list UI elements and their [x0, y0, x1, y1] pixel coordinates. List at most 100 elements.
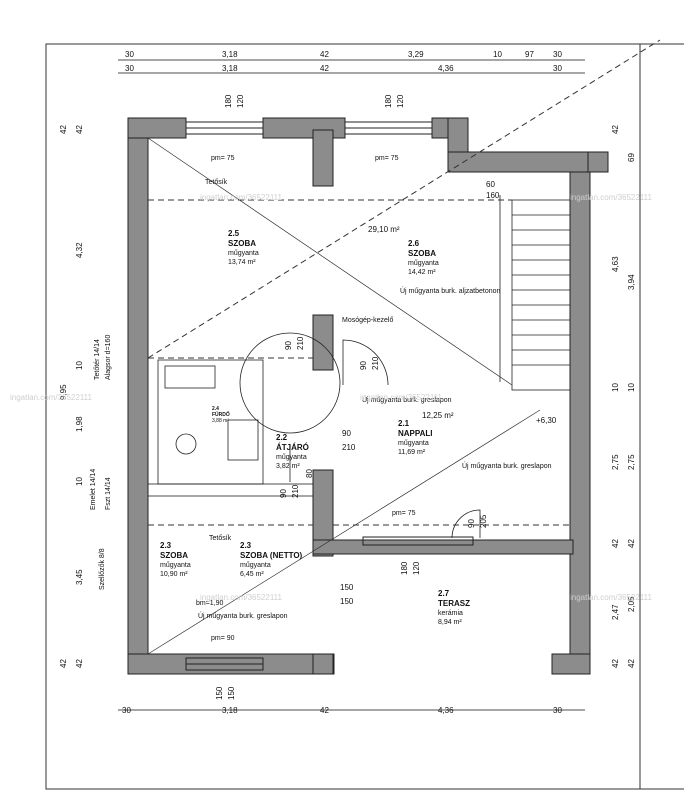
watermark: ingatlan.com/36522111 — [200, 193, 283, 202]
room-area: 3,82 m² — [276, 463, 300, 470]
door4-h: 210 — [296, 336, 305, 350]
dim-right-inner-0: 69 — [627, 153, 636, 162]
dimension-labels-bottom: 30 3,18 42 4,36 30 — [122, 706, 562, 715]
dim-top1-3: 3,29 — [408, 50, 424, 59]
door3-w: 90 — [279, 489, 288, 498]
dim-right-inner-3: 2,75 — [627, 454, 636, 470]
dim-top2-4: 30 — [553, 64, 562, 73]
pm75-c: pm= 75 — [392, 510, 416, 517]
dim-right-inner-4: 42 — [627, 539, 636, 548]
room-name: SZOBA — [228, 239, 256, 248]
room-floor: műgyanta — [228, 250, 259, 257]
dim-left-outer-2: 42 — [59, 659, 68, 668]
room-floor: műgyanta — [408, 260, 439, 267]
misc-labels: pm= 75 pm= 75 pm= 75 pm= 90 bm=1,90 Tető… — [90, 155, 557, 642]
stair-60: 60 — [486, 180, 495, 189]
dim-left-outer-0: 42 — [59, 125, 68, 134]
dim-right-inner-2: 10 — [627, 383, 636, 392]
open-area: 29,10 m² — [368, 225, 400, 234]
dimension-labels-right: 42 4,63 10 2,75 42 2,47 42 69 3,94 10 2,… — [611, 125, 636, 668]
room-id: 2.7 — [438, 589, 450, 598]
dim-left-outer-1: 9,95 — [59, 384, 68, 400]
room-area: 10,90 m² — [160, 571, 188, 578]
watermark: ingatlan.com/36522111 — [200, 593, 283, 602]
door6-h: 205 — [479, 514, 488, 528]
room-2-3-a: 2.3 SZOBA műgyanta 10,90 m² — [160, 541, 191, 578]
level-mark: +6,30 — [536, 416, 557, 425]
dim-right-outer-2: 10 — [611, 383, 620, 392]
dim-bottom-1: 3,18 — [222, 706, 238, 715]
watermark: ingatlan.com/36522111 — [10, 393, 93, 402]
door7-w: 150 — [340, 583, 354, 592]
room-id: 2.1 — [398, 419, 410, 428]
floor-note-1: Új műgyanta burk. greslapon — [362, 395, 452, 404]
tetoter-label: Tetőtér 14/14 — [94, 339, 101, 380]
dim-bottom-4: 30 — [553, 706, 562, 715]
door4-w: 90 — [284, 341, 293, 350]
dim-left-inner-1: 4,32 — [75, 242, 84, 258]
room-id: 2.2 — [276, 433, 288, 442]
dim-top2-3: 4,36 — [438, 64, 454, 73]
room-name: TERASZ — [438, 599, 470, 608]
door7-h: 150 — [340, 597, 354, 606]
room-area: 14,42 m² — [408, 269, 436, 276]
room-floor: műgyanta — [240, 562, 271, 569]
door2-w: 90 — [342, 429, 351, 438]
room-2-7: 2.7 TERASZ kerámia 8,94 m² — [438, 589, 470, 626]
watermarks: ingatlan.com/36522111 ingatlan.com/36522… — [10, 193, 653, 602]
dim-top2-0: 30 — [125, 64, 134, 73]
door3-h: 210 — [291, 484, 300, 498]
watermark: ingatlan.com/36522111 — [570, 593, 653, 602]
door5-w: 80 — [305, 469, 314, 478]
room-2-1: 2.1 NAPPALI műgyanta 11,69 m² — [398, 419, 433, 456]
watermark: ingatlan.com/36522111 — [570, 193, 653, 202]
dim-right-outer-6: 42 — [611, 659, 620, 668]
dim-top2-1: 3,18 — [222, 64, 238, 73]
dim-top1-5: 97 — [525, 50, 534, 59]
dim-right-inner-5: 2,05 — [627, 596, 636, 612]
pm75-b: pm= 75 — [375, 155, 399, 162]
room-area: 3,88 m² — [212, 418, 229, 424]
window-top-1 — [185, 121, 264, 135]
dim-bottom-2: 42 — [320, 706, 329, 715]
win1-w: 180 — [224, 94, 233, 108]
room-2-2: 2.2 ÁTJÁRÓ műgyanta 3,82 m² — [276, 433, 309, 470]
room-2-3-b: 2.3 SZOBA (NETTO) műgyanta 6,45 m² — [240, 541, 303, 578]
room-floor: műgyanta — [398, 440, 429, 447]
room-name: SZOBA — [408, 249, 436, 258]
dim-left-inner-0: 42 — [75, 125, 84, 134]
win1-h: 120 — [236, 94, 245, 108]
door2-h: 210 — [342, 443, 356, 452]
room-name: NAPPALI — [398, 429, 433, 438]
door1-w: 90 — [359, 361, 368, 370]
win3-h: 120 — [412, 561, 421, 575]
room-2-5: 2.5 SZOBA műgyanta 13,74 m² — [228, 229, 259, 266]
room-name: ÁTJÁRÓ — [276, 443, 309, 452]
walls — [127, 117, 609, 675]
room-area: 13,74 m² — [228, 259, 256, 266]
nappali-total: 12,25 m² — [422, 411, 454, 420]
room-2-4: 2.4 FÜRDŐ 3,88 m² — [212, 406, 230, 424]
dimension-labels-left: 42 9,95 42 42 4,32 10 1,98 10 3,45 42 — [59, 125, 84, 668]
dim-right-outer-0: 42 — [611, 125, 620, 134]
dim-top1-0: 30 — [125, 50, 134, 59]
roof-lines — [147, 39, 661, 526]
room-name: SZOBA — [160, 551, 188, 560]
dim-left-inner-5: 3,45 — [75, 569, 84, 585]
room-floor: műgyanta — [160, 562, 191, 569]
dim-right-outer-5: 2,47 — [611, 604, 620, 620]
room-floor: műgyanta — [276, 454, 307, 461]
window-top-2 — [344, 121, 433, 135]
dim-right-outer-3: 2,75 — [611, 454, 620, 470]
dimension-labels-top: 30 3,18 42 3,29 10 97 30 30 3,18 42 4,36… — [125, 50, 562, 73]
door-labels: 90 210 90 210 90 210 90 210 80 90 205 15… — [279, 336, 488, 606]
dim-left-inner-6: 42 — [75, 659, 84, 668]
dim-right-outer-1: 4,63 — [611, 256, 620, 272]
dim-right-inner-1: 3,94 — [627, 274, 636, 290]
top-dimension-rows — [118, 59, 585, 711]
dim-top2-2: 42 — [320, 64, 329, 73]
room-id: 2.4 — [212, 406, 219, 412]
dim-top1-6: 30 — [553, 50, 562, 59]
window-bottom — [185, 536, 474, 671]
